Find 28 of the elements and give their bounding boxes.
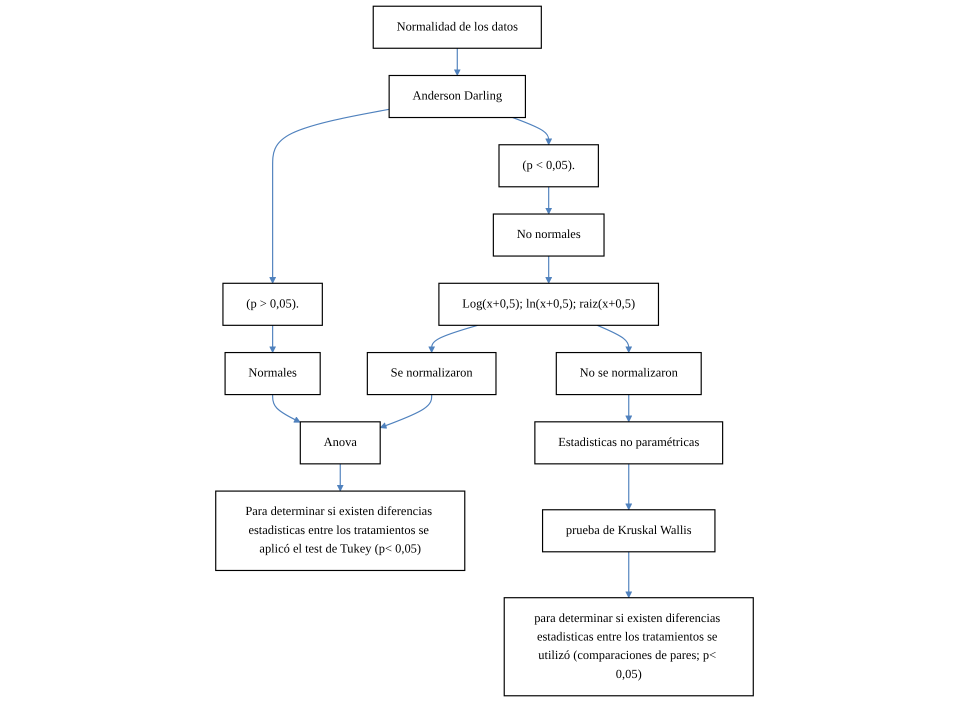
arrow (336, 464, 344, 492)
arrow (512, 116, 552, 146)
node-box: Anderson Darling (388, 74, 526, 118)
node-box: No se normalizaron (556, 352, 702, 396)
node-box: Log(x+0,5); ln(x+0,5); raiz(x+0,5) (438, 282, 660, 326)
arrow (625, 394, 632, 422)
arrow (454, 48, 461, 76)
node-box: para determinar si existen diferencias estadisticas entre los tratamientos se utilizó (comparaciones de pares; p< 0,05) (504, 597, 754, 696)
arrow (272, 394, 301, 423)
node-box: Normalidad de los datos (372, 6, 542, 49)
arrow (597, 324, 632, 353)
node-box: (p > 0,05). (222, 282, 323, 326)
node-box: Anova (300, 421, 381, 464)
arrow (545, 186, 552, 214)
arrow (380, 394, 432, 429)
node-box: Normales (224, 352, 321, 396)
node-box: Estadisticas no paramétricas (534, 421, 724, 464)
arrow (428, 324, 478, 353)
arrow (625, 464, 632, 510)
arrow (625, 552, 632, 598)
node-box: prueba de Kruskal Wallis (542, 509, 716, 552)
arrow (545, 256, 552, 284)
arrow (269, 108, 390, 284)
node-box: Para determinar si existen diferencias estadisticas entre los tratamientos se aplicó el test de Tukey (p< 0,05) (215, 490, 466, 572)
node-box: Se normalizaron (366, 352, 497, 396)
node-box: (p < 0,05). (498, 144, 599, 188)
node-box: No normales (492, 213, 605, 257)
arrow (269, 325, 276, 353)
